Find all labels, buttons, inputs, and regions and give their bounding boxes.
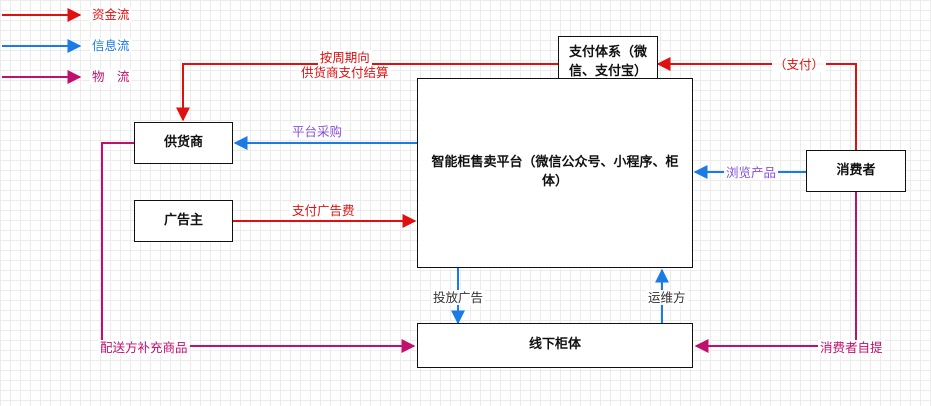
edge-restock (101, 142, 416, 353)
node-platform[interactable]: 智能柜售卖平台（微信公众号、小程序、柜体） (417, 78, 693, 268)
edge-consumer-pay (656, 57, 857, 150)
edge-pickup (694, 192, 857, 353)
label-ad-placement: 投放广告 (431, 290, 486, 305)
label-settlement-line1: 按周期向 (317, 50, 372, 65)
legend-money-label: 资金流 (90, 7, 132, 22)
node-advertiser[interactable]: 广告主 (134, 200, 233, 242)
label-self-pickup: 消费者自提 (818, 340, 885, 355)
legend-info-label: 信息流 (90, 38, 132, 53)
label-settlement-line2: 供货商支付结算 (299, 65, 391, 80)
edge-settlement (176, 63, 558, 122)
node-offline-cabinet[interactable]: 线下柜体 (417, 323, 693, 368)
node-supplier[interactable]: 供货商 (134, 122, 233, 164)
label-consumer-pay: （支付） (772, 57, 827, 72)
label-ad-fee: 支付广告费 (290, 203, 357, 218)
label-browse-products: 浏览产品 (724, 165, 779, 180)
label-operations: 运维方 (646, 290, 688, 305)
label-platform-procure: 平台采购 (290, 124, 345, 139)
legend-logistics-label: 物 流 (90, 69, 132, 84)
label-restock: 配送方补充商品 (98, 340, 190, 355)
node-consumer[interactable]: 消费者 (806, 150, 906, 192)
label-settlement: 按周期向 供货商支付结算 (297, 50, 393, 80)
